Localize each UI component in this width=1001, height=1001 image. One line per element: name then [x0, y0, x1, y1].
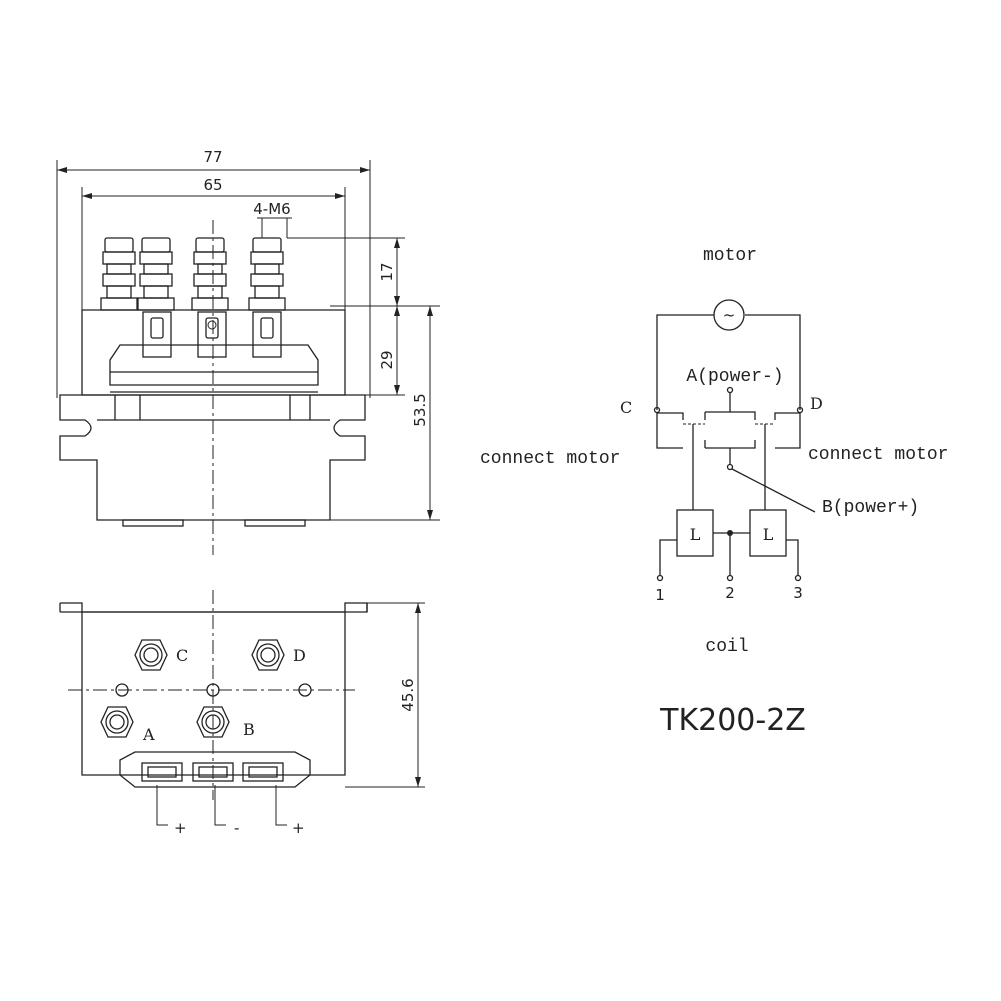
dim-4-m6: 4-M6 — [253, 200, 290, 218]
coil-right — [749, 509, 787, 557]
connector-tabs — [142, 311, 282, 358]
bottom-view: + - + 45.6 C D A — [59, 590, 425, 837]
b-power-plus-label: B(power+) — [822, 498, 919, 518]
pin-minus: - — [234, 819, 239, 837]
coil-pin-1: 1 — [655, 586, 665, 604]
coil-left — [676, 509, 714, 557]
coil-right-label: L — [763, 525, 774, 544]
terminal-c — [134, 639, 168, 671]
connect-motor-right: connect motor — [808, 445, 948, 465]
coil-pin-2: 2 — [725, 584, 735, 602]
terminal-d — [251, 639, 285, 671]
model-name: TK200-2Z — [659, 703, 806, 738]
coil-pin-3: 3 — [793, 584, 803, 602]
motor-label: motor — [703, 246, 757, 266]
dim-45-6: 45.6 — [399, 678, 417, 711]
dim-65: 65 — [203, 176, 222, 194]
coil-left-label: L — [690, 525, 701, 544]
terminal-studs — [100, 237, 286, 311]
bottom-connector-slots — [141, 762, 284, 782]
dim-53-5: 53.5 — [411, 393, 429, 426]
label-c: C — [176, 646, 188, 665]
front-view: 77 65 4-M6 17 29 53.5 — [56, 148, 440, 555]
wiring-schematic: motor ~ A(power-) C D connect motor conn… — [480, 246, 948, 657]
dim-17: 17 — [378, 262, 396, 281]
pin-plus-right: + — [292, 819, 305, 837]
dim-29: 29 — [378, 350, 396, 369]
dim-77: 77 — [203, 148, 222, 166]
label-a: A — [142, 725, 155, 744]
a-power-minus-label: A(power-) — [686, 367, 783, 387]
motor-symbol: ~ — [723, 306, 736, 324]
pin-plus-left: + — [174, 819, 187, 837]
label-d: D — [293, 646, 306, 665]
connect-motor-left: connect motor — [480, 449, 620, 469]
label-b: B — [243, 720, 255, 739]
c-label: C — [620, 398, 632, 417]
motor-icon: ~ — [713, 299, 745, 331]
terminal-a — [100, 706, 134, 738]
d-label: D — [810, 394, 823, 413]
coil-label: coil — [705, 637, 748, 657]
